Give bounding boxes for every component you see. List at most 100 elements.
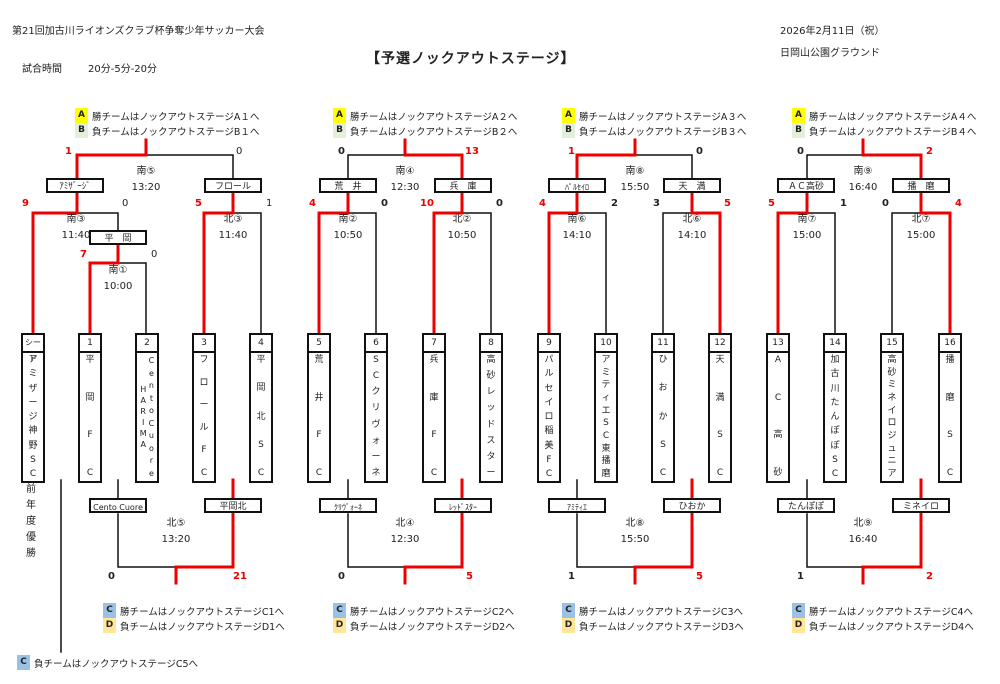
line-s1-left bbox=[88, 261, 120, 335]
winner-box-crivone: ｸﾘｳﾞｫｰﾈ bbox=[319, 498, 377, 513]
legend-d-text: 負チームはノックアウトステージD2へ bbox=[350, 621, 515, 633]
team-number: 16 bbox=[940, 335, 960, 353]
team-number: 14 bbox=[825, 335, 845, 353]
score-s9-left: 0 bbox=[797, 146, 804, 157]
game-n5-name: 北⑤ bbox=[166, 518, 186, 529]
game-s3-time: 11:40 bbox=[61, 230, 91, 241]
line-s5-left bbox=[75, 153, 148, 180]
score-s6-left: 4 bbox=[539, 198, 546, 209]
game-s8-name: 南⑧ bbox=[625, 166, 645, 177]
legend-a-text: 勝チームはノックアウトステージA１へ bbox=[92, 111, 260, 123]
line-n6-left bbox=[662, 212, 693, 334]
score-n4-left: 0 bbox=[338, 571, 345, 582]
line-s7-right bbox=[806, 212, 836, 334]
game-n7-time: 15:00 bbox=[906, 230, 936, 241]
line-n7-right bbox=[919, 211, 952, 335]
game-s7: 南⑦ 15:00 bbox=[777, 212, 837, 244]
score-s4-left: 0 bbox=[338, 146, 345, 157]
line-n6-right bbox=[690, 211, 722, 335]
legend-d-text: 負チームはノックアウトステージD1へ bbox=[120, 621, 285, 633]
score-n6-left: 3 bbox=[653, 198, 660, 209]
game-s8-time: 15:50 bbox=[620, 182, 650, 193]
legend-b-text: 負チームはノックアウトステージB３へ bbox=[579, 126, 747, 138]
score-n5-right: 21 bbox=[233, 571, 247, 582]
line-n4-left bbox=[347, 513, 406, 568]
line-n2-right bbox=[461, 212, 492, 334]
winner-box-tenma: 天 満 bbox=[663, 178, 721, 193]
line-s5-right bbox=[145, 154, 234, 179]
line-n7-left bbox=[891, 212, 922, 334]
score-n7-right: 4 bbox=[955, 198, 962, 209]
event-date: 2026年2月11日（祝） bbox=[780, 26, 885, 37]
winner-box-cento-cuore: Cento Cuore bbox=[89, 498, 147, 513]
score-n9-left: 1 bbox=[797, 571, 804, 582]
team-number: 6 bbox=[366, 335, 386, 353]
team-name: 高砂ミネイロジュニア bbox=[887, 355, 897, 479]
score-s3-left: 9 bbox=[22, 198, 29, 209]
game-s3-name: 南③ bbox=[66, 214, 86, 225]
tag-c: C bbox=[17, 655, 30, 670]
tag-b: B bbox=[333, 123, 346, 138]
winner-box-floral: フロール bbox=[204, 178, 262, 193]
score-s3-right: 0 bbox=[122, 198, 129, 209]
score-s1-left: 7 bbox=[80, 249, 87, 260]
team-number: 7 bbox=[424, 335, 444, 353]
legend-d-text: 負チームはノックアウトステージD3へ bbox=[579, 621, 744, 633]
line-s3-right bbox=[76, 212, 119, 231]
tag-c: C bbox=[792, 603, 805, 618]
game-s1-time: 10:00 bbox=[103, 281, 133, 292]
game-s3: 南③ 11:40 bbox=[46, 212, 106, 244]
line-s2-right bbox=[347, 212, 377, 334]
seed-note-char: 前 bbox=[26, 484, 36, 495]
game-s8: 南⑧ 15:50 bbox=[605, 164, 665, 196]
tag-c: C bbox=[562, 603, 575, 618]
game-s9-time: 16:40 bbox=[848, 182, 878, 193]
game-s7-name: 南⑦ bbox=[797, 214, 817, 225]
line-s9-left bbox=[806, 154, 864, 179]
winner-box-redstar: ﾚｯﾄﾞｽﾀｰ bbox=[434, 498, 492, 513]
score-n8-right: 5 bbox=[696, 571, 703, 582]
team-number: 10 bbox=[596, 335, 616, 353]
seed-note-char: 優 bbox=[26, 532, 36, 543]
line-s1-right bbox=[117, 262, 147, 334]
game-n2-time: 10:50 bbox=[447, 230, 477, 241]
line-s3-left bbox=[31, 211, 79, 335]
legend-b-text: 負チームはノックアウトステージB４へ bbox=[809, 126, 977, 138]
game-n8-time: 15:50 bbox=[620, 534, 650, 545]
tag-c: C bbox=[333, 603, 346, 618]
game-s5-name: 南⑤ bbox=[136, 166, 156, 177]
game-s1-name: 南① bbox=[108, 265, 128, 276]
score-s8-left: 1 bbox=[568, 146, 575, 157]
line-n8-right bbox=[633, 512, 694, 585]
tag-a: A bbox=[333, 108, 346, 123]
game-s6-name: 南⑥ bbox=[567, 214, 587, 225]
game-s7-time: 15:00 bbox=[792, 230, 822, 241]
